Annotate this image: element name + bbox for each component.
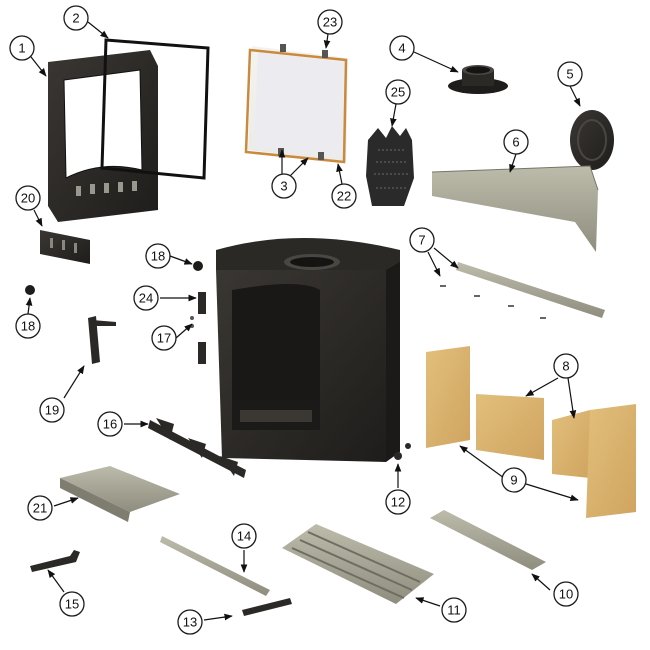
door-seal-part (100, 38, 210, 180)
callout-label: 25 (391, 85, 405, 100)
glass-panel-part (244, 44, 348, 164)
callout-7: 7 (409, 227, 435, 253)
fixings-part (394, 443, 411, 460)
callout-label: 18 (151, 249, 165, 264)
callout-11: 11 (441, 597, 467, 623)
callout-label: 15 (65, 597, 79, 612)
fixing-bar-part (440, 262, 605, 319)
callout-label: 13 (183, 615, 197, 630)
callout-15: 15 (59, 591, 85, 617)
callout-label: 24 (139, 291, 153, 306)
callout-label: 5 (566, 67, 573, 82)
callout-label: 12 (391, 495, 405, 510)
callout-label: 3 (280, 179, 287, 194)
callout-label: 1 (18, 41, 25, 56)
firebricks-part (426, 346, 636, 518)
callout-label: 9 (510, 473, 517, 488)
callout-16: 16 (97, 411, 123, 437)
callout-9: 9 (501, 467, 527, 493)
callout-label: 23 (323, 15, 337, 30)
flue-collar-part (448, 65, 508, 94)
callout-18b: 18 (15, 313, 41, 339)
callout-22: 22 (331, 183, 357, 209)
vent-plate-part (40, 230, 90, 264)
callout-label: 2 (72, 11, 79, 26)
callout-label: 7 (418, 233, 425, 248)
callout-label: 11 (447, 603, 461, 618)
callout-24: 24 (133, 285, 159, 311)
callout-label: 14 (237, 529, 251, 544)
callout-23: 23 (317, 9, 343, 35)
baffle-plate-part (431, 165, 599, 252)
log-retainer-part (148, 418, 246, 478)
callout-label: 20 (21, 191, 35, 206)
callout-label: 19 (45, 403, 59, 418)
callout-25: 25 (385, 79, 411, 105)
stove-glove-part (366, 126, 414, 206)
callout-label: 22 (337, 189, 351, 204)
riddling-tool-part (88, 316, 116, 364)
callout-6: 6 (503, 129, 529, 155)
knob-part (25, 261, 203, 295)
callout-18a: 18 (145, 243, 171, 269)
callout-label: 6 (512, 135, 519, 150)
latch-part (190, 292, 206, 364)
callout-4: 4 (389, 35, 415, 61)
callout-5: 5 (557, 61, 583, 87)
callout-14: 14 (231, 523, 257, 549)
callout-12: 12 (385, 489, 411, 515)
callout-17: 17 (151, 325, 177, 351)
callout-21: 21 (27, 495, 53, 521)
callout-19: 19 (39, 397, 65, 423)
grate-slider-part (160, 536, 292, 616)
callout-2: 2 (63, 5, 89, 31)
blanking-plate-part (570, 110, 614, 170)
leader-lines (23, 21, 581, 621)
callout-label: 21 (33, 501, 47, 516)
callout-label: 8 (562, 359, 569, 374)
callout-label: 17 (157, 331, 171, 346)
callout-1: 1 (9, 35, 35, 61)
callout-10: 10 (553, 581, 579, 607)
callout-label: 16 (103, 417, 117, 432)
grate-part (282, 524, 434, 604)
callout-3: 3 (271, 173, 297, 199)
stove-body-part (216, 238, 400, 462)
callout-label: 18 (21, 319, 35, 334)
operating-handle-part (30, 550, 80, 572)
callout-label: 4 (398, 41, 405, 56)
callout-label: 10 (559, 587, 573, 602)
callout-8: 8 (553, 353, 579, 379)
ash-pan-part (60, 466, 180, 522)
callout-13: 13 (177, 609, 203, 635)
callout-20: 20 (15, 185, 41, 211)
rail-part (430, 510, 546, 570)
